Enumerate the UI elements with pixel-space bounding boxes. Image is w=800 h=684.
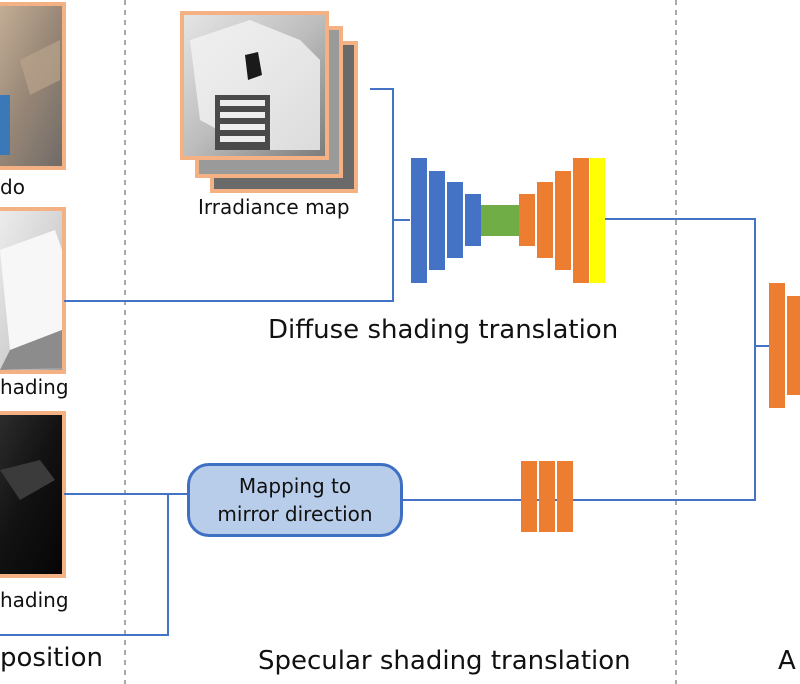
mapping-line-1: Mapping to xyxy=(239,472,351,500)
mapping-output-connector xyxy=(403,346,755,500)
aggregation-layer xyxy=(787,296,800,395)
specular-shading-translation-label: Specular shading translation xyxy=(258,646,631,676)
irradiance-map-stack xyxy=(182,13,356,191)
decoder-layer xyxy=(555,171,571,270)
encoder-layer xyxy=(447,182,463,258)
diffuse-output-connector xyxy=(605,219,770,346)
connectors xyxy=(0,89,770,635)
encoder-layer xyxy=(411,158,427,283)
aggregation-layer xyxy=(769,283,785,408)
specular-layer xyxy=(539,461,555,532)
aggregation-network xyxy=(769,283,800,408)
diffuse-encoder xyxy=(411,158,481,283)
encoder-layer xyxy=(465,194,481,246)
specular-layer xyxy=(557,461,573,532)
irradiance-map-label: Irradiance map xyxy=(198,195,350,219)
specular-layer xyxy=(521,461,537,532)
diffuse-input-connector xyxy=(64,220,393,301)
decomposition-section-label: position xyxy=(0,643,103,673)
albedo-label: do xyxy=(0,175,25,199)
encoder-layer xyxy=(429,171,445,270)
decoder-layer xyxy=(519,194,535,246)
decoder-layer xyxy=(573,158,589,283)
right-section-label: A xyxy=(778,646,796,676)
mapping-line-2: mirror direction xyxy=(217,500,372,528)
specular-network xyxy=(521,461,573,532)
diffuse-decoder xyxy=(519,158,589,283)
albedo-image xyxy=(0,4,64,168)
bottleneck-layer xyxy=(481,205,519,236)
mapping-to-mirror-direction-box: Mapping to mirror direction xyxy=(187,463,403,537)
decoder-layer xyxy=(537,182,553,258)
specular-shading-image xyxy=(0,413,64,576)
irradiance-connector xyxy=(370,89,410,220)
specular-shading-label: hading xyxy=(0,588,69,612)
diffuse-shading-label: hading xyxy=(0,375,69,399)
diffuse-shading-translation-label: Diffuse shading translation xyxy=(268,315,618,345)
output-layer xyxy=(590,158,605,283)
diffuse-shading-image xyxy=(0,209,64,372)
